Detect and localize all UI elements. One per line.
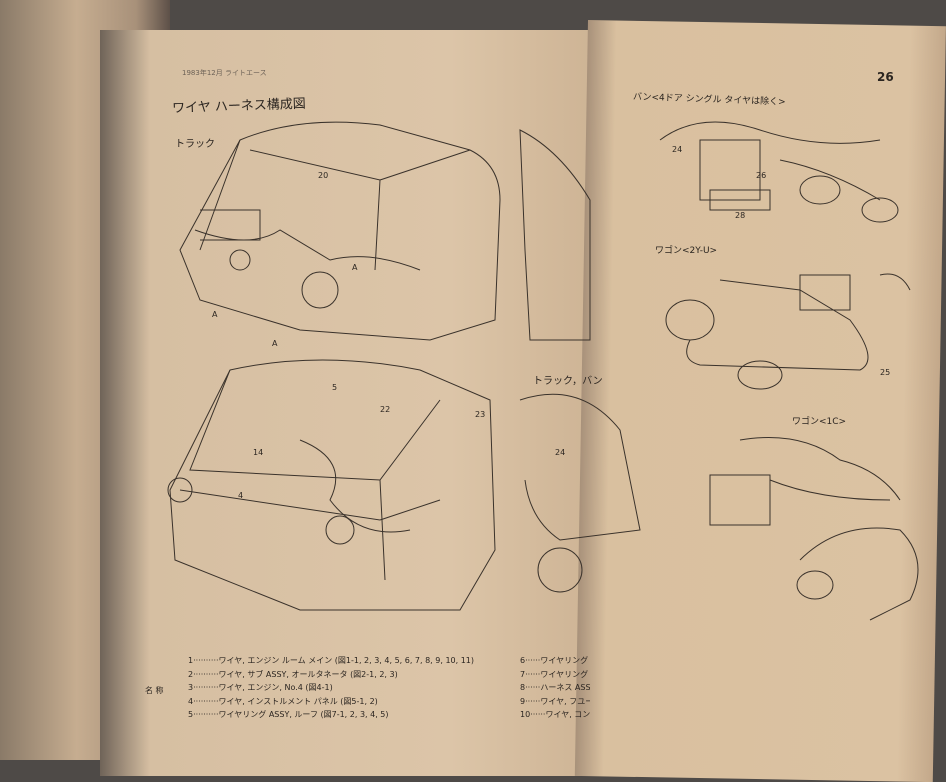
callout-28: 28 (735, 211, 745, 220)
legend-item: 3··········ワイヤ, エンジン, No.4 (図4-1) (188, 683, 333, 692)
legend-text: ワイヤ, コンビ (545, 710, 590, 719)
truck-side-drawing (519, 129, 641, 593)
callout-26: 26 (756, 171, 766, 180)
left-page (100, 30, 600, 776)
legend-number: 9 (520, 696, 526, 706)
legend-text: ハーネス ASSY (540, 683, 590, 692)
battery-harness-wagon-1c (709, 437, 919, 621)
legend-number: 10 (520, 710, 531, 719)
legend-item: 5··········ワイヤリング ASSY, ルーフ (図7-1, 2, 3,… (188, 710, 389, 719)
legend-text: ワイヤ, エンジン, No.4 (図4-1) (218, 683, 333, 692)
callout-22: 22 (380, 405, 390, 414)
footnote-label: 名 称 (145, 686, 164, 695)
callout-5: 5 (332, 383, 337, 392)
callout-24: 24 (672, 145, 682, 154)
callout-a: A (212, 310, 218, 319)
legend-number: 4 (188, 696, 194, 706)
legend-text: ワイヤ, インストルメント パネル (図5-1, 2) (218, 696, 378, 706)
callout-14: 14 (253, 448, 263, 457)
page-number: 26 (877, 70, 894, 84)
legend-text: ワイヤリング サ (540, 669, 590, 679)
legend-item: 2··········ワイヤ, サブ ASSY, オールタネータ (図2-1, … (188, 669, 398, 679)
battery-harness-van (659, 121, 899, 223)
legend-item: 10······ワイヤ, コンビ (520, 708, 590, 722)
running-header: 1983年12月 ライトエース (182, 69, 267, 77)
battery-harness-wagon-2y (665, 273, 911, 390)
legend-number: 5 (188, 710, 194, 719)
legend-number: 6 (520, 656, 526, 665)
callout-4: 4 (238, 491, 243, 500)
legend-number: 2 (188, 669, 194, 679)
legend-text: ワイヤ, エンジン ルーム メイン (図1-1, 2, 3, 4, 5, 6, … (218, 656, 475, 665)
section-wagon-1c: ワゴン<1C> (792, 417, 847, 427)
legend-item: 9······ワイヤ, フユー (520, 695, 590, 709)
legend-item: 6······ワイヤリング サ (520, 654, 590, 668)
legend-text: ワイヤリング サ (540, 656, 590, 665)
callout-20: 20 (318, 171, 328, 180)
callout-a: A (352, 263, 358, 272)
legend-number: 7 (520, 669, 526, 679)
legend-item: 8······ハーネス ASSY (520, 681, 590, 695)
legend-number: 8 (520, 683, 526, 692)
legend-text: ワイヤリング ASSY, ルーフ (図7-1, 2, 3, 4, 5) (218, 710, 389, 719)
legend-item: 1··········ワイヤ, エンジン ルーム メイン (図1-1, 2, 3… (188, 656, 475, 665)
legend-list: 1··········ワイヤ, エンジン ルーム メイン (図1-1, 2, 3… (188, 654, 474, 722)
legend-list-right: 6······ワイヤリング サ 7······ワイヤリング サ 8······ハ… (520, 654, 590, 722)
legend-item: 4··········ワイヤ, インストルメント パネル (図5-1, 2) (188, 696, 378, 706)
legend-text: ワイヤ, サブ ASSY, オールタネータ (図2-1, 2, 3) (218, 669, 398, 679)
truck-cab-drawing-bottom (167, 359, 496, 611)
truck-cab-drawing-top (179, 121, 501, 341)
legend-number: 3 (188, 683, 194, 692)
callout-24: 24 (555, 448, 565, 457)
section-truck: トラック (175, 139, 215, 150)
callout-23: 23 (475, 410, 485, 419)
legend-number: 1 (188, 656, 194, 665)
legend-text: ワイヤ, フユー (540, 696, 590, 706)
callout-25: 25 (880, 368, 890, 377)
legend-item: 7······ワイヤリング サ (520, 668, 590, 682)
section-wagon-2y: ワゴン<2Y-U> (655, 246, 718, 256)
section-truck-van: トラック，バン (533, 376, 603, 387)
callout-a: A (272, 339, 278, 348)
